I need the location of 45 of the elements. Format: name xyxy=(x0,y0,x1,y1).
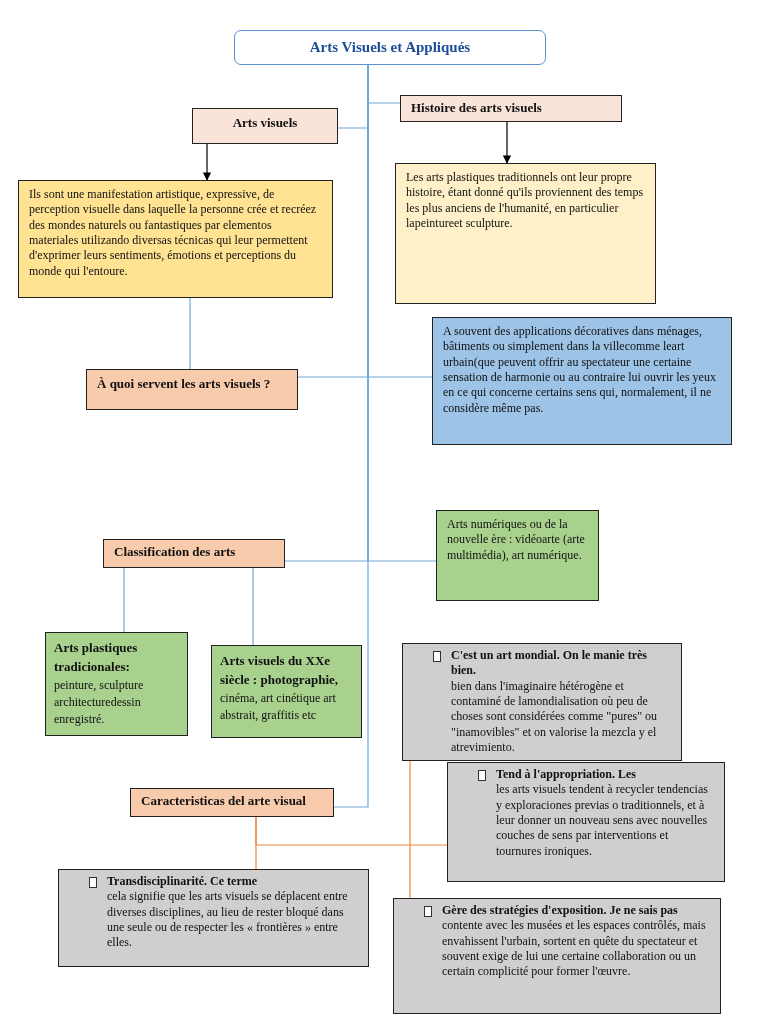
heading-text: Tend à l'appropriation. Les xyxy=(496,767,638,783)
text-box xyxy=(436,510,599,601)
arrow xyxy=(502,121,512,164)
connector-line xyxy=(189,297,191,370)
body-text: les arts visuels tendent à recycler tendencias y exploraciones previas o traditionnels, et à leur donner un nouveau sens avec nouvelles couches de sens par interventions et tournures ironiques. xyxy=(496,782,709,860)
body-text: bien dans l'imaginaire hétérogène et contaminé de lamondialisation où peu de choses sont considérées comme "pures" ou "inamovibles" et on valorise la mezcla y el atrevimiento. xyxy=(451,678,659,756)
body-text: Ils sont une manifestation artistique, expressive, de perception visuelle dans laquelle la personne crée et recréez des mondes naturels ou fantastiques par elementos materiales utilizando diversas técnicas qui leur permettent d'exprimer leurs sentiments, émotions et perceptions du monde qui l'entoure. xyxy=(29,187,318,280)
body-text: contente avec les musées et les espaces contrôlés, mais envahissent l'urbain, sortent en quête du spectateur et souvent exige de lui une certaine collaboration ou un certain complicité pour former l'œuvre. xyxy=(442,918,707,980)
heading-box xyxy=(400,95,622,122)
arrow xyxy=(202,143,212,181)
bullet-text-box xyxy=(393,898,721,1014)
connector-line xyxy=(255,816,448,846)
heading-box xyxy=(130,788,334,817)
body-text: cela signifie que les arts visuels se déplacent entre diverses disciplines, au lieu de rester bloqué dans une seule ou de respecter les « frontières » entre elles. xyxy=(107,889,349,951)
connector-line xyxy=(409,760,411,899)
heading-box xyxy=(192,108,338,144)
heading-box xyxy=(103,539,285,568)
category-box xyxy=(45,632,188,736)
title-text: Arts Visuels et Appliqués xyxy=(308,38,472,57)
heading-text: C'est un art mondial. On le manie très bien. xyxy=(451,648,648,679)
heading-text: Classification des arts xyxy=(114,544,237,561)
body-text: peinture, sculpture architecturedessin enregistré. xyxy=(54,676,145,729)
text-box xyxy=(395,163,656,304)
body-text: Arts numériques ou de la nouvelle ère : vidéoarte (arte multimédia), art numérique. xyxy=(447,517,586,564)
bullet-text-box xyxy=(447,762,725,882)
category-box xyxy=(211,645,362,738)
heading-box xyxy=(86,369,298,410)
heading-text: Transdisciplinarité. Ce terme xyxy=(107,874,259,890)
connector-line xyxy=(123,567,125,633)
heading-text: Caracteristicas del arte visual xyxy=(141,793,307,810)
heading-text: Arts plastiques tradicionales: xyxy=(54,639,139,676)
heading-text: Gère des stratégies d'exposition. Je ne sais pas xyxy=(442,903,679,919)
connector-line xyxy=(252,567,254,646)
body-text: A souvent des applications décoratives dans ménages, bâtiments ou simplement dans la villecomme leart urbain(que peuvent offrir au spectateur une certaine sensation de harmonie ou au contraire lui ouvrir les yeux en ce qui concerne certains sens qui, normalement, il ne considère même pas. xyxy=(443,324,717,417)
heading-text: Histoire des arts visuels xyxy=(411,100,543,117)
text-box xyxy=(18,180,333,298)
title-box xyxy=(234,30,546,66)
heading-text: Arts visuels xyxy=(231,115,299,132)
bullet-text-box xyxy=(402,643,682,761)
body-text: cinéma, art cinétique art abstrait, graffitis etc xyxy=(220,689,337,725)
heading-text: Arts visuels du XXe siècle : photographie, xyxy=(220,652,340,689)
text-box xyxy=(432,317,732,445)
body-text: Les arts plastiques traditionnels ont leur propre histoire, étant donné qu'ils proviennent des temps les plus anciens de l'humanité, en particulier lapeintureet sculpture. xyxy=(406,170,645,232)
heading-text: À quoi servent les arts visuels ? xyxy=(97,376,272,393)
bullet-text-box xyxy=(58,869,369,967)
